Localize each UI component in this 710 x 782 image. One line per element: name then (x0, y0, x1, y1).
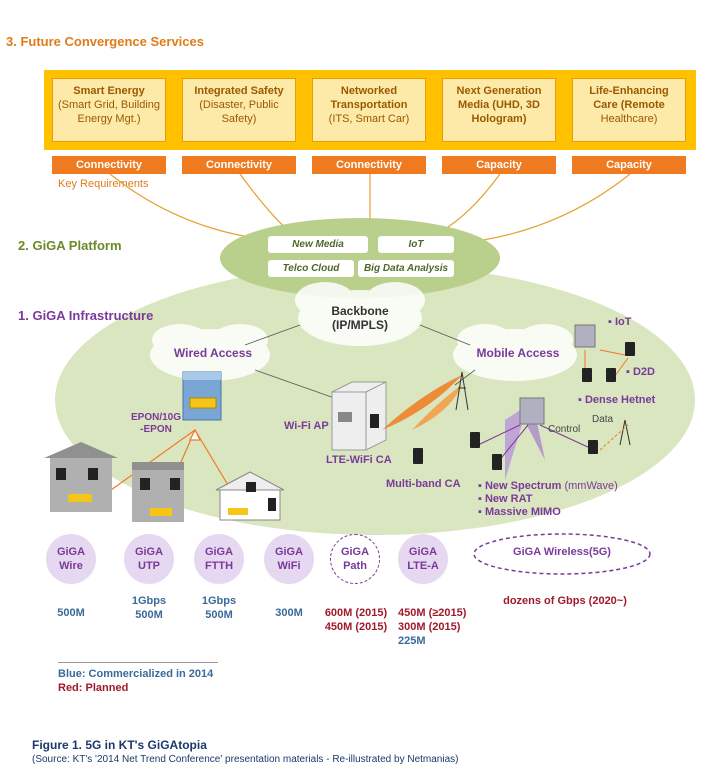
towers (455, 371, 631, 446)
figure-source: (Source: KT's '2014 Net Trend Conference… (32, 754, 459, 765)
mmwave-label: (mmWave) (564, 480, 618, 492)
mobile-cloud (453, 324, 577, 381)
new-rat-label: New RAT (484, 493, 533, 505)
backbone-cloud (295, 282, 425, 346)
section-1-title: 1. GiGA Infrastructure (18, 308, 154, 323)
epon-label: EPON/10G -EPON (128, 412, 184, 436)
data-label: Data (592, 414, 614, 425)
speed-utp-1: 1Gbps (131, 595, 167, 607)
section-2-title: 2. GiGA Platform (18, 238, 122, 253)
wired-cloud (150, 324, 270, 381)
mimo-antennas (519, 324, 596, 425)
speed-path: 600M (2015) 450M (2015) (318, 606, 394, 634)
section-3-title: 3. Future Convergence Services (6, 34, 204, 49)
speed-lte-1: 450M (≥2015) (398, 607, 467, 619)
speed-ftth-2: 500M (205, 609, 233, 621)
dense-hetnet-label-text: Dense Hetnet (584, 394, 656, 406)
platform-iot: IoT (378, 236, 454, 253)
house-devices (56, 468, 276, 511)
backbone-links (244, 324, 476, 401)
speed-lte-2: 300M (2015) (398, 621, 461, 633)
backbone-label-line1: Backbone (331, 304, 389, 318)
platform-big-data-analysis: Big Data Analysis (358, 260, 454, 277)
mobile-access-label: Mobile Access (476, 346, 560, 360)
speed-5g: dozens of Gbps (2020~) (503, 595, 627, 607)
giga-wireless-5g-label: GiGA Wireless(5G) (513, 546, 611, 558)
backbone-label: Backbone (IP/MPLS) (320, 304, 400, 332)
requirement-connectivity: Connectivity (52, 156, 166, 174)
beams (382, 375, 545, 480)
wired-access-label: Wired Access (173, 346, 253, 360)
new-tech-list: ▪ New Spectrum (mmWave) ▪ New RAT ▪ Mass… (478, 480, 618, 518)
control-label: Control (548, 424, 581, 435)
speed-ftth: 1Gbps 500M (194, 594, 244, 622)
lte-wifi-cube (331, 381, 387, 451)
wireless-5g-ellipse (473, 533, 651, 575)
clouds (150, 282, 577, 381)
legend-blue: Blue: Commercialized in 2014 (58, 668, 214, 680)
house-wire (44, 442, 118, 512)
requirement-connectivity: Connectivity (312, 156, 426, 174)
massive-mimo-label: Massive MIMO (484, 506, 561, 518)
requirement-connectivity: Connectivity (182, 156, 296, 174)
figure-caption: Figure 1. 5G in KT's GiGAtopia (32, 738, 207, 752)
speed-wifi: 300M (275, 607, 303, 619)
lte-wifi-ca-label: LTE-WiFi CA (326, 454, 392, 466)
epon-label-line1: EPON/10G (130, 412, 182, 423)
speed-wire: 500M (57, 607, 85, 619)
new-spectrum-label: New Spectrum (484, 480, 562, 492)
legend-red: Red: Planned (58, 682, 129, 694)
iot-label-text: IoT (614, 316, 632, 328)
control-links (477, 424, 591, 463)
speed-lte-3: 225M (398, 635, 426, 647)
legend: Blue: Commercialized in 2014 Red: Planne… (58, 662, 218, 695)
dense-hetnet-label: ▪ Dense Hetnet (578, 394, 656, 406)
requirement-capacity: Capacity (442, 156, 556, 174)
phones (413, 342, 635, 470)
speed-utp: 1Gbps 500M (124, 594, 174, 622)
d2d-label-text: D2D (632, 366, 655, 378)
platform-ellipse (220, 218, 500, 298)
speed-lte-a: 450M (≥2015) 300M (2015) 225M (398, 606, 488, 648)
speed-path-1: 600M (2015) (324, 607, 388, 619)
house-utp (132, 462, 184, 522)
platform-new-media: New Media (268, 236, 368, 253)
speed-utp-2: 500M (135, 609, 163, 621)
backbone-label-line2: (IP/MPLS) (332, 318, 388, 332)
epon-box (182, 371, 222, 421)
d2d-label: ▪ D2D (626, 366, 655, 378)
speed-ftth-1: 1Gbps (201, 595, 237, 607)
key-requirements-label: Key Requirements (58, 178, 149, 190)
epon-label-line2: -EPON (140, 424, 172, 435)
multi-band-ca-label: Multi-band CA (386, 478, 461, 490)
platform-telco-cloud: Telco Cloud (268, 260, 354, 277)
requirement-capacity: Capacity (572, 156, 686, 174)
iot-label: ▪ IoT (608, 316, 632, 328)
wifi-ap-label: Wi-Fi AP (284, 420, 329, 432)
speed-path-2: 450M (2015) (324, 621, 388, 633)
